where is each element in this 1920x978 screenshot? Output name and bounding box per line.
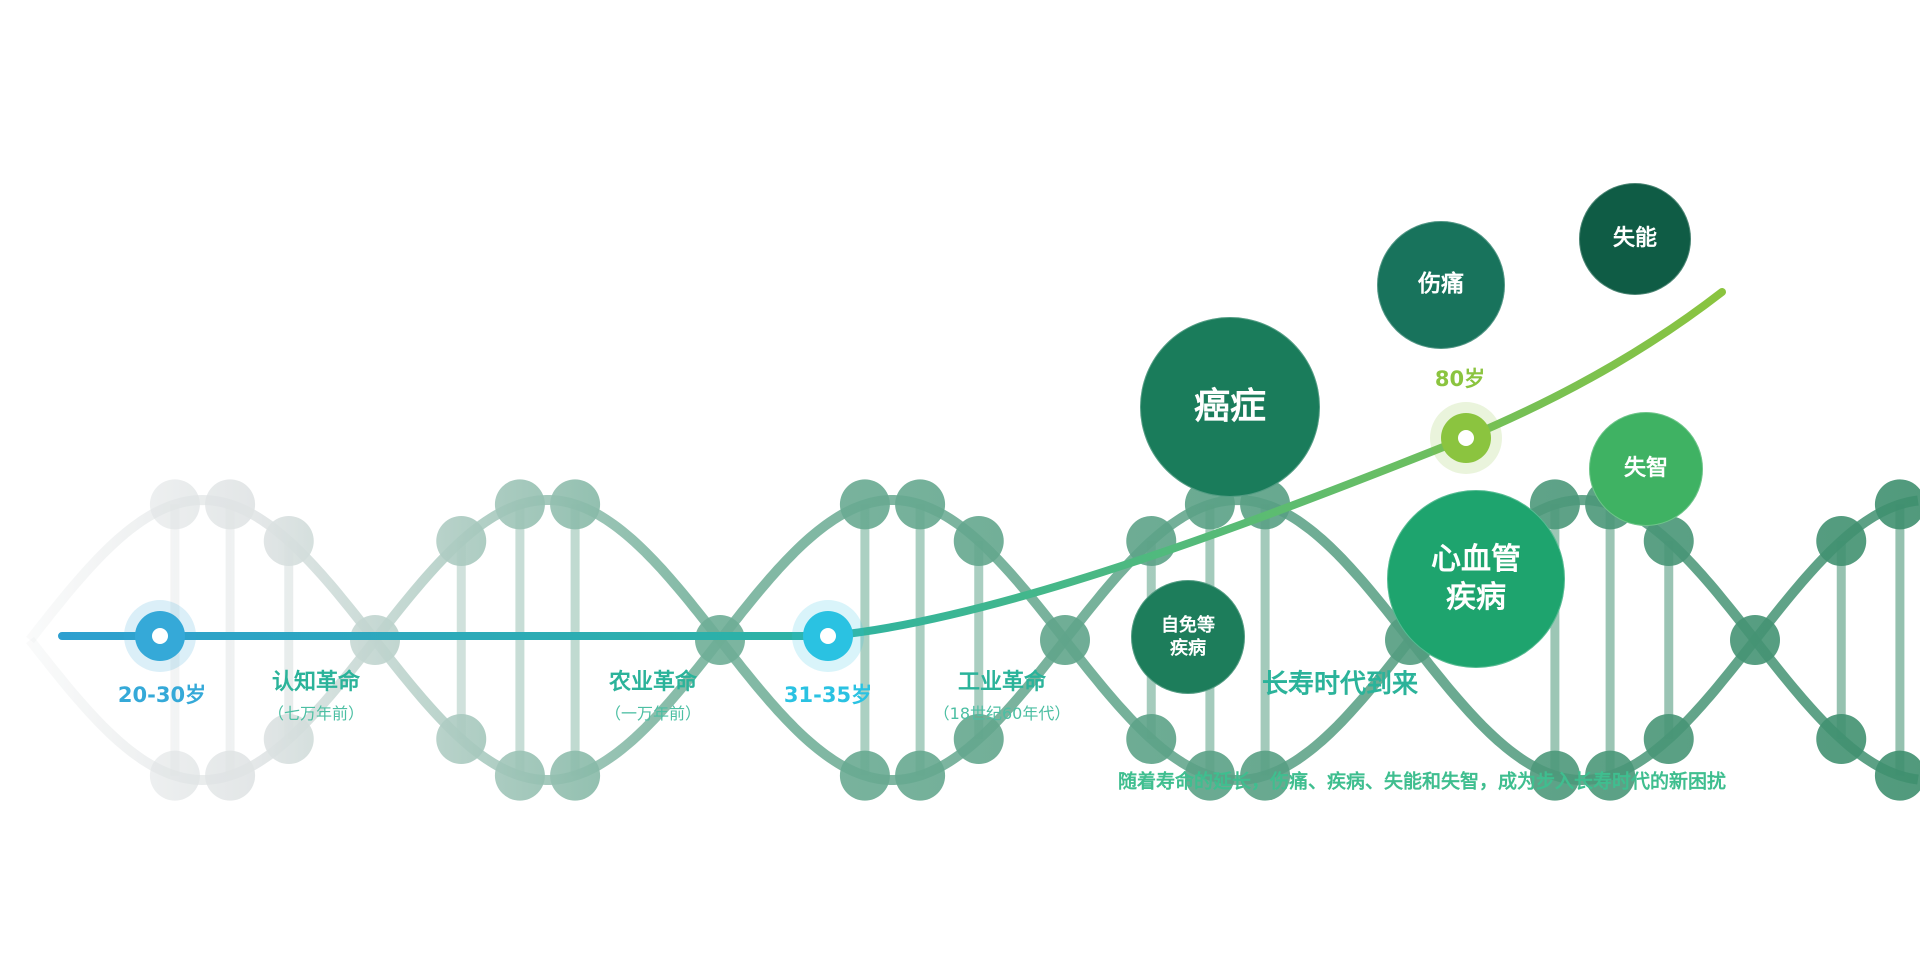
dna-node — [205, 479, 256, 530]
dna-node — [1643, 713, 1694, 764]
dna-node — [953, 516, 1004, 567]
era-agricultural-subtitle: （一万年前） — [604, 704, 702, 723]
dna-node — [839, 750, 890, 801]
milestone-marker-80 — [1430, 402, 1502, 474]
dna-node — [1643, 516, 1694, 567]
bubble-injury: 伤痛 — [1377, 221, 1505, 349]
dna-node — [494, 750, 545, 801]
dna-node — [205, 750, 256, 801]
age-label-20-30: 20-30岁 — [117, 683, 207, 707]
dna-node — [895, 479, 946, 530]
era-agricultural-title: 农业革命 — [608, 670, 698, 695]
dna-node — [953, 713, 1004, 764]
era-cognitive-title: 认知革命 — [271, 670, 361, 695]
dna-node — [1040, 615, 1090, 665]
bubble-dementia: 失智 — [1589, 412, 1703, 526]
longevity-caption: 随着寿命的延长，伤痛、疾病、失能和失智，成为步入长寿时代的新困扰 — [1117, 770, 1727, 793]
dna-node — [1874, 750, 1920, 801]
dna-node — [550, 750, 601, 801]
dna-node — [1529, 750, 1580, 801]
dna-node — [1529, 479, 1580, 530]
dna-node — [263, 713, 314, 764]
bubble-autoimmune: 自免等 疾病 — [1131, 580, 1245, 694]
age-label-31-35: 31-35岁 — [783, 683, 873, 707]
dna-node — [1730, 615, 1780, 665]
age-label-80: 80岁 — [1434, 367, 1486, 391]
dna-node — [1874, 479, 1920, 530]
era-cognitive-subtitle: （七万年前） — [267, 704, 365, 723]
dna-node — [839, 479, 890, 530]
dna-node — [149, 750, 200, 801]
dna-node — [1240, 750, 1291, 801]
milestone-marker-31-35 — [792, 600, 864, 672]
longevity-era-headline: 长寿时代到来 — [1261, 669, 1419, 700]
era-industrial-title: 工业革命 — [957, 670, 1047, 695]
dna-node — [1816, 516, 1867, 567]
bubble-cancer: 癌症 — [1140, 317, 1320, 497]
timeline-path — [58, 288, 1726, 640]
bubble-disability: 失能 — [1579, 183, 1691, 295]
dna-node — [149, 479, 200, 530]
dna-node — [436, 516, 487, 567]
dna-node — [436, 713, 487, 764]
dna-node — [1184, 750, 1235, 801]
dna-node — [1126, 713, 1177, 764]
dna-node — [550, 479, 601, 530]
dna-node — [494, 479, 545, 530]
bubble-cardiovascular: 心血管 疾病 — [1387, 490, 1565, 668]
dna-node — [1816, 713, 1867, 764]
dna-node — [895, 750, 946, 801]
dna-node — [1585, 750, 1636, 801]
milestone-marker-20-30 — [124, 600, 196, 672]
era-industrial-subtitle: （18世纪60年代） — [933, 704, 1071, 723]
dna-node — [263, 516, 314, 567]
